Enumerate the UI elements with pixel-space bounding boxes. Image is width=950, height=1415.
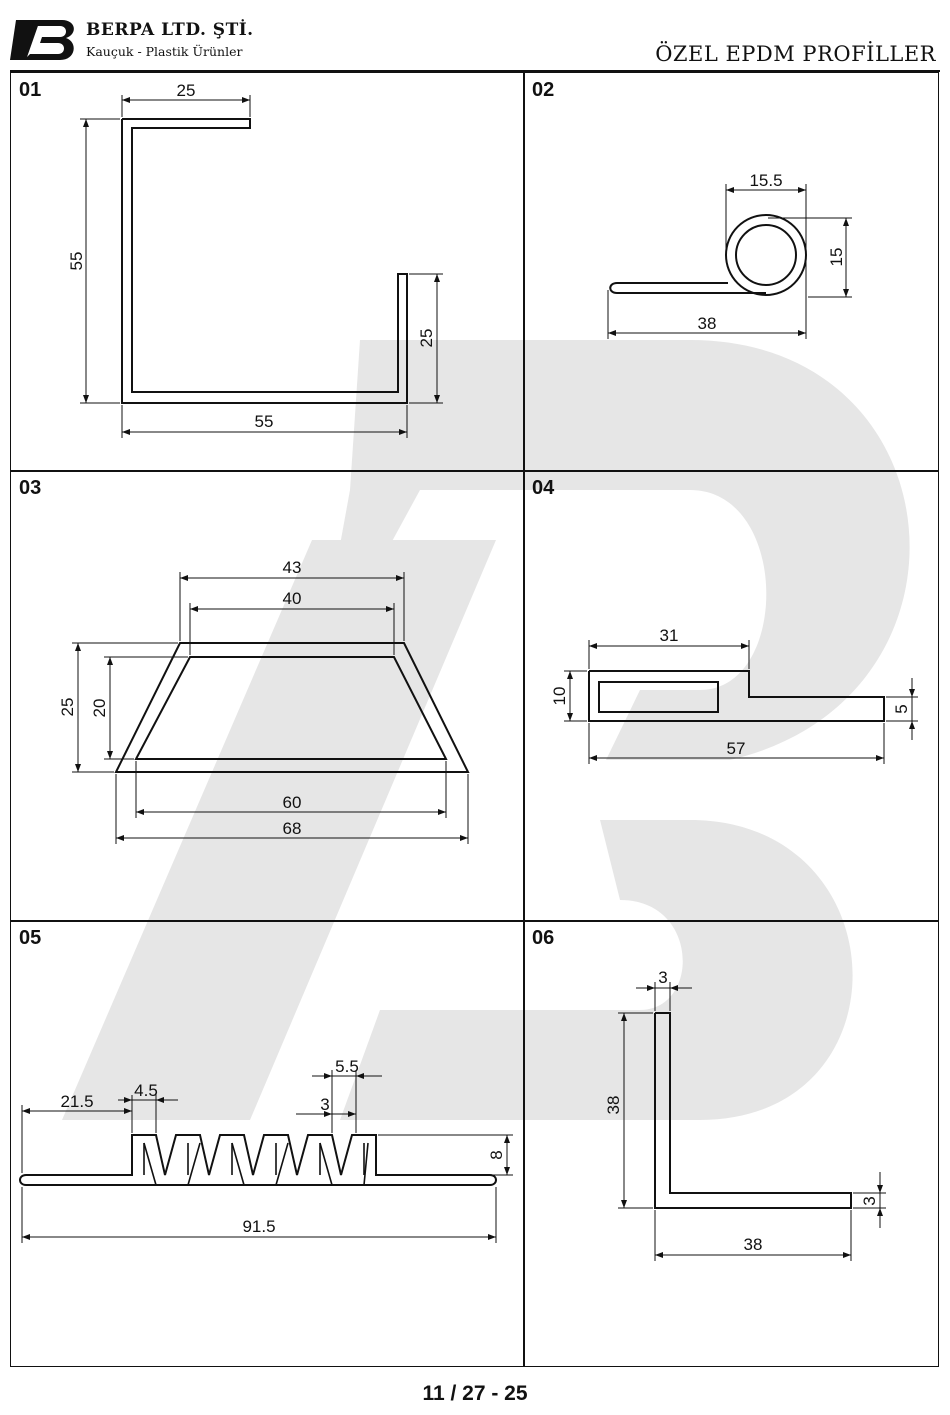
dim-label: 57 xyxy=(727,739,746,758)
profile-06-dimension-lines xyxy=(618,982,886,1261)
profile-cell-06: 06 xyxy=(523,920,939,1367)
profiles-grid: 01 02 03 04 05 06 xyxy=(10,72,939,1367)
profile-05-drawing xyxy=(19,1134,497,1186)
profile-cell-01: 01 xyxy=(10,72,525,472)
profile-01-dimension-lines xyxy=(80,95,443,438)
dim-label: 15.5 xyxy=(749,171,782,190)
header-divider xyxy=(10,70,940,72)
profile-cell-03: 03 xyxy=(10,470,525,922)
profile-01-drawing xyxy=(121,118,408,404)
dimension-labels: 25 55 25 55 15.5 15 38 43 40 25 20 60 68… xyxy=(58,81,911,1254)
dim-label: 8 xyxy=(487,1150,506,1159)
dim-label: 25 xyxy=(58,698,77,717)
page-header: BERPA LTD. ŞTİ. Kauçuk - Plastik Ürünler… xyxy=(0,0,950,72)
profile-cell-02: 02 xyxy=(523,72,939,472)
dim-label: 20 xyxy=(90,699,109,718)
dim-label: 55 xyxy=(67,252,86,271)
profile-number: 06 xyxy=(532,927,555,949)
dim-label: 5.5 xyxy=(335,1057,359,1076)
dim-label: 38 xyxy=(698,314,717,333)
dim-label: 21.5 xyxy=(60,1092,93,1111)
profile-number: 05 xyxy=(19,927,42,949)
dim-label: 3 xyxy=(658,968,667,987)
profile-04-drawing xyxy=(588,670,885,722)
profile-number: 02 xyxy=(532,79,555,101)
dim-label: 5 xyxy=(892,704,911,713)
dim-label: 60 xyxy=(283,793,302,812)
company-tagline: Kauçuk - Plastik Ürünler xyxy=(86,44,243,59)
profile-04-dimension-lines xyxy=(564,640,918,764)
dim-label: 25 xyxy=(177,81,196,100)
dim-label: 38 xyxy=(744,1235,763,1254)
profile-number: 03 xyxy=(19,477,42,499)
dimension-arrowheads xyxy=(22,97,915,1258)
profile-cell-04: 04 xyxy=(523,470,939,922)
dim-label: 68 xyxy=(283,819,302,838)
profile-06-drawing xyxy=(654,1012,852,1209)
profile-cell-05: 05 xyxy=(10,920,525,1367)
dim-label: 40 xyxy=(283,589,302,608)
profile-number: 01 xyxy=(19,79,42,101)
profile-05-dimension-lines xyxy=(21,1070,513,1243)
dim-label: 55 xyxy=(255,412,274,431)
page-title: ÖZEL EPDM PROFİLLER xyxy=(655,42,936,66)
dim-label: 38 xyxy=(604,1096,623,1115)
profile-02-dimension-lines xyxy=(607,184,852,339)
page-number: 11 / 27 - 25 xyxy=(422,1382,528,1405)
dim-label: 25 xyxy=(417,329,436,348)
dim-label: 10 xyxy=(550,687,569,706)
dim-label: 4.5 xyxy=(134,1081,158,1100)
dim-label: 31 xyxy=(660,626,679,645)
profile-number: 04 xyxy=(532,477,555,499)
dim-label: 15 xyxy=(827,248,846,267)
company-name: BERPA LTD. ŞTİ. xyxy=(86,20,254,40)
dim-label: 43 xyxy=(283,558,302,577)
dim-label: 3 xyxy=(860,1196,879,1205)
berpa-logo-icon xyxy=(10,20,74,60)
profile-02-drawing xyxy=(609,214,807,296)
profile-03-drawing xyxy=(114,642,470,773)
profile-03-dimension-lines xyxy=(72,572,469,844)
dim-label: 3 xyxy=(320,1095,329,1114)
dim-label: 91.5 xyxy=(242,1217,275,1236)
